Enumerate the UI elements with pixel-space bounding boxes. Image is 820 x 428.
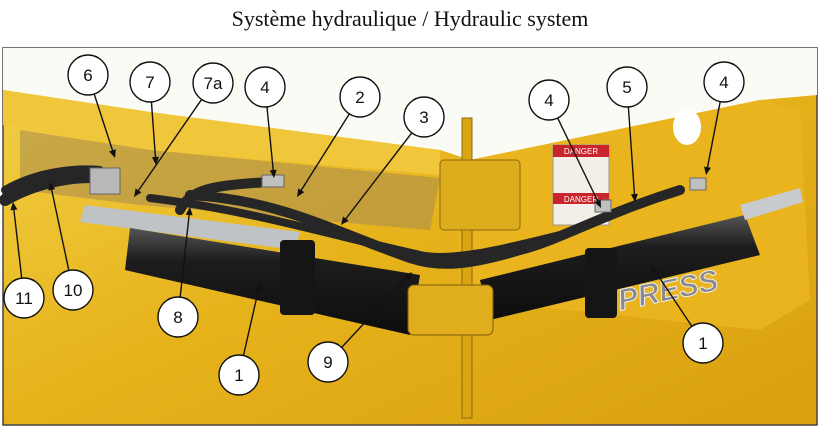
callout-circle <box>67 54 109 96</box>
arrowhead-icon <box>297 188 305 197</box>
callout-label: 7a <box>204 74 223 93</box>
arrowhead-icon <box>704 166 711 175</box>
callout-circle <box>3 277 45 319</box>
leader-line <box>242 287 260 356</box>
callout-6: 6 <box>67 54 116 158</box>
callout-7a: 7a <box>134 62 234 197</box>
left-cylinder <box>80 205 420 335</box>
callout-label: 8 <box>173 308 182 327</box>
callout-circle <box>682 322 724 364</box>
callout-8: 8 <box>157 207 199 338</box>
callout-label: 4 <box>719 73 728 92</box>
arrowhead-icon <box>10 202 18 211</box>
leader-line <box>136 99 203 194</box>
callout-circle <box>703 61 745 103</box>
callout-label: 9 <box>323 353 332 372</box>
arrowhead-icon <box>151 156 159 165</box>
arrowhead-icon <box>630 193 638 202</box>
callout-circle <box>192 62 234 104</box>
leader-line <box>179 211 191 298</box>
callout-label: 10 <box>64 281 83 300</box>
leader-line <box>150 101 157 161</box>
callout-circle <box>528 79 570 121</box>
hoses <box>0 165 685 269</box>
diagram-title: Système hydraulique / Hydraulic system <box>231 6 589 31</box>
callout-5: 5 <box>606 66 648 202</box>
callout-3: 3 <box>341 96 445 225</box>
callout-label: 1 <box>698 334 707 353</box>
leader-line <box>341 275 410 348</box>
callout-label: 6 <box>83 66 92 85</box>
arrowhead-icon <box>341 216 349 225</box>
callout-label: 4 <box>544 91 553 110</box>
callout-circle <box>157 296 199 338</box>
callout-label: 4 <box>260 78 269 97</box>
callout-7: 7 <box>129 61 171 165</box>
arrowhead-icon <box>403 272 412 281</box>
callout-circle <box>218 354 260 396</box>
danger-label: DANGER <box>564 147 598 156</box>
arrowhead-icon <box>185 207 193 216</box>
arrowhead-icon <box>48 182 56 191</box>
callout-1: 1 <box>218 283 262 396</box>
callout-4: 4 <box>244 66 286 178</box>
mount-hole <box>673 109 701 145</box>
callout-label: 11 <box>15 289 33 308</box>
leader-line <box>299 113 350 194</box>
right-cylinder <box>480 188 803 320</box>
arrowhead-icon <box>254 283 262 292</box>
callout-2: 2 <box>297 76 381 197</box>
callout-label: 7 <box>145 73 154 92</box>
callout-label: 1 <box>234 366 243 385</box>
callout-11: 11 <box>3 202 45 319</box>
callout-label: 5 <box>622 78 631 97</box>
callout-4: 4 <box>703 61 745 175</box>
arrowhead-icon <box>651 265 659 274</box>
callout-circle <box>339 76 381 118</box>
callout-circle <box>403 96 445 138</box>
callout-label: 3 <box>419 108 428 127</box>
leader-line <box>653 268 693 327</box>
danger-label: DANGER <box>564 195 598 204</box>
leader-line <box>266 106 275 174</box>
callout-10: 10 <box>48 182 94 311</box>
callout-label: 2 <box>355 88 364 107</box>
callout-4: 4 <box>528 79 601 208</box>
arrowhead-icon <box>109 149 116 158</box>
leader-line <box>557 117 600 204</box>
arrowhead-icon <box>269 169 277 178</box>
arrowhead-icon <box>134 188 142 197</box>
leader-line <box>627 106 636 198</box>
callout-circle <box>129 61 171 103</box>
callout-circle <box>52 269 94 311</box>
leader-line <box>706 101 721 171</box>
callouts: 6 7 7a 4 2 3 4 5 4 11 10 8 1 9 1 <box>3 54 745 396</box>
arrowhead-icon <box>594 199 601 208</box>
leader-line <box>50 186 70 271</box>
leader-line <box>343 132 413 222</box>
callout-circle <box>606 66 648 108</box>
callout-circle <box>244 66 286 108</box>
leader-line <box>93 93 115 154</box>
callout-9: 9 <box>307 272 412 383</box>
callout-1: 1 <box>651 265 724 364</box>
callout-circle <box>307 341 349 383</box>
valve-block <box>89 167 121 195</box>
leader-line <box>12 206 23 279</box>
